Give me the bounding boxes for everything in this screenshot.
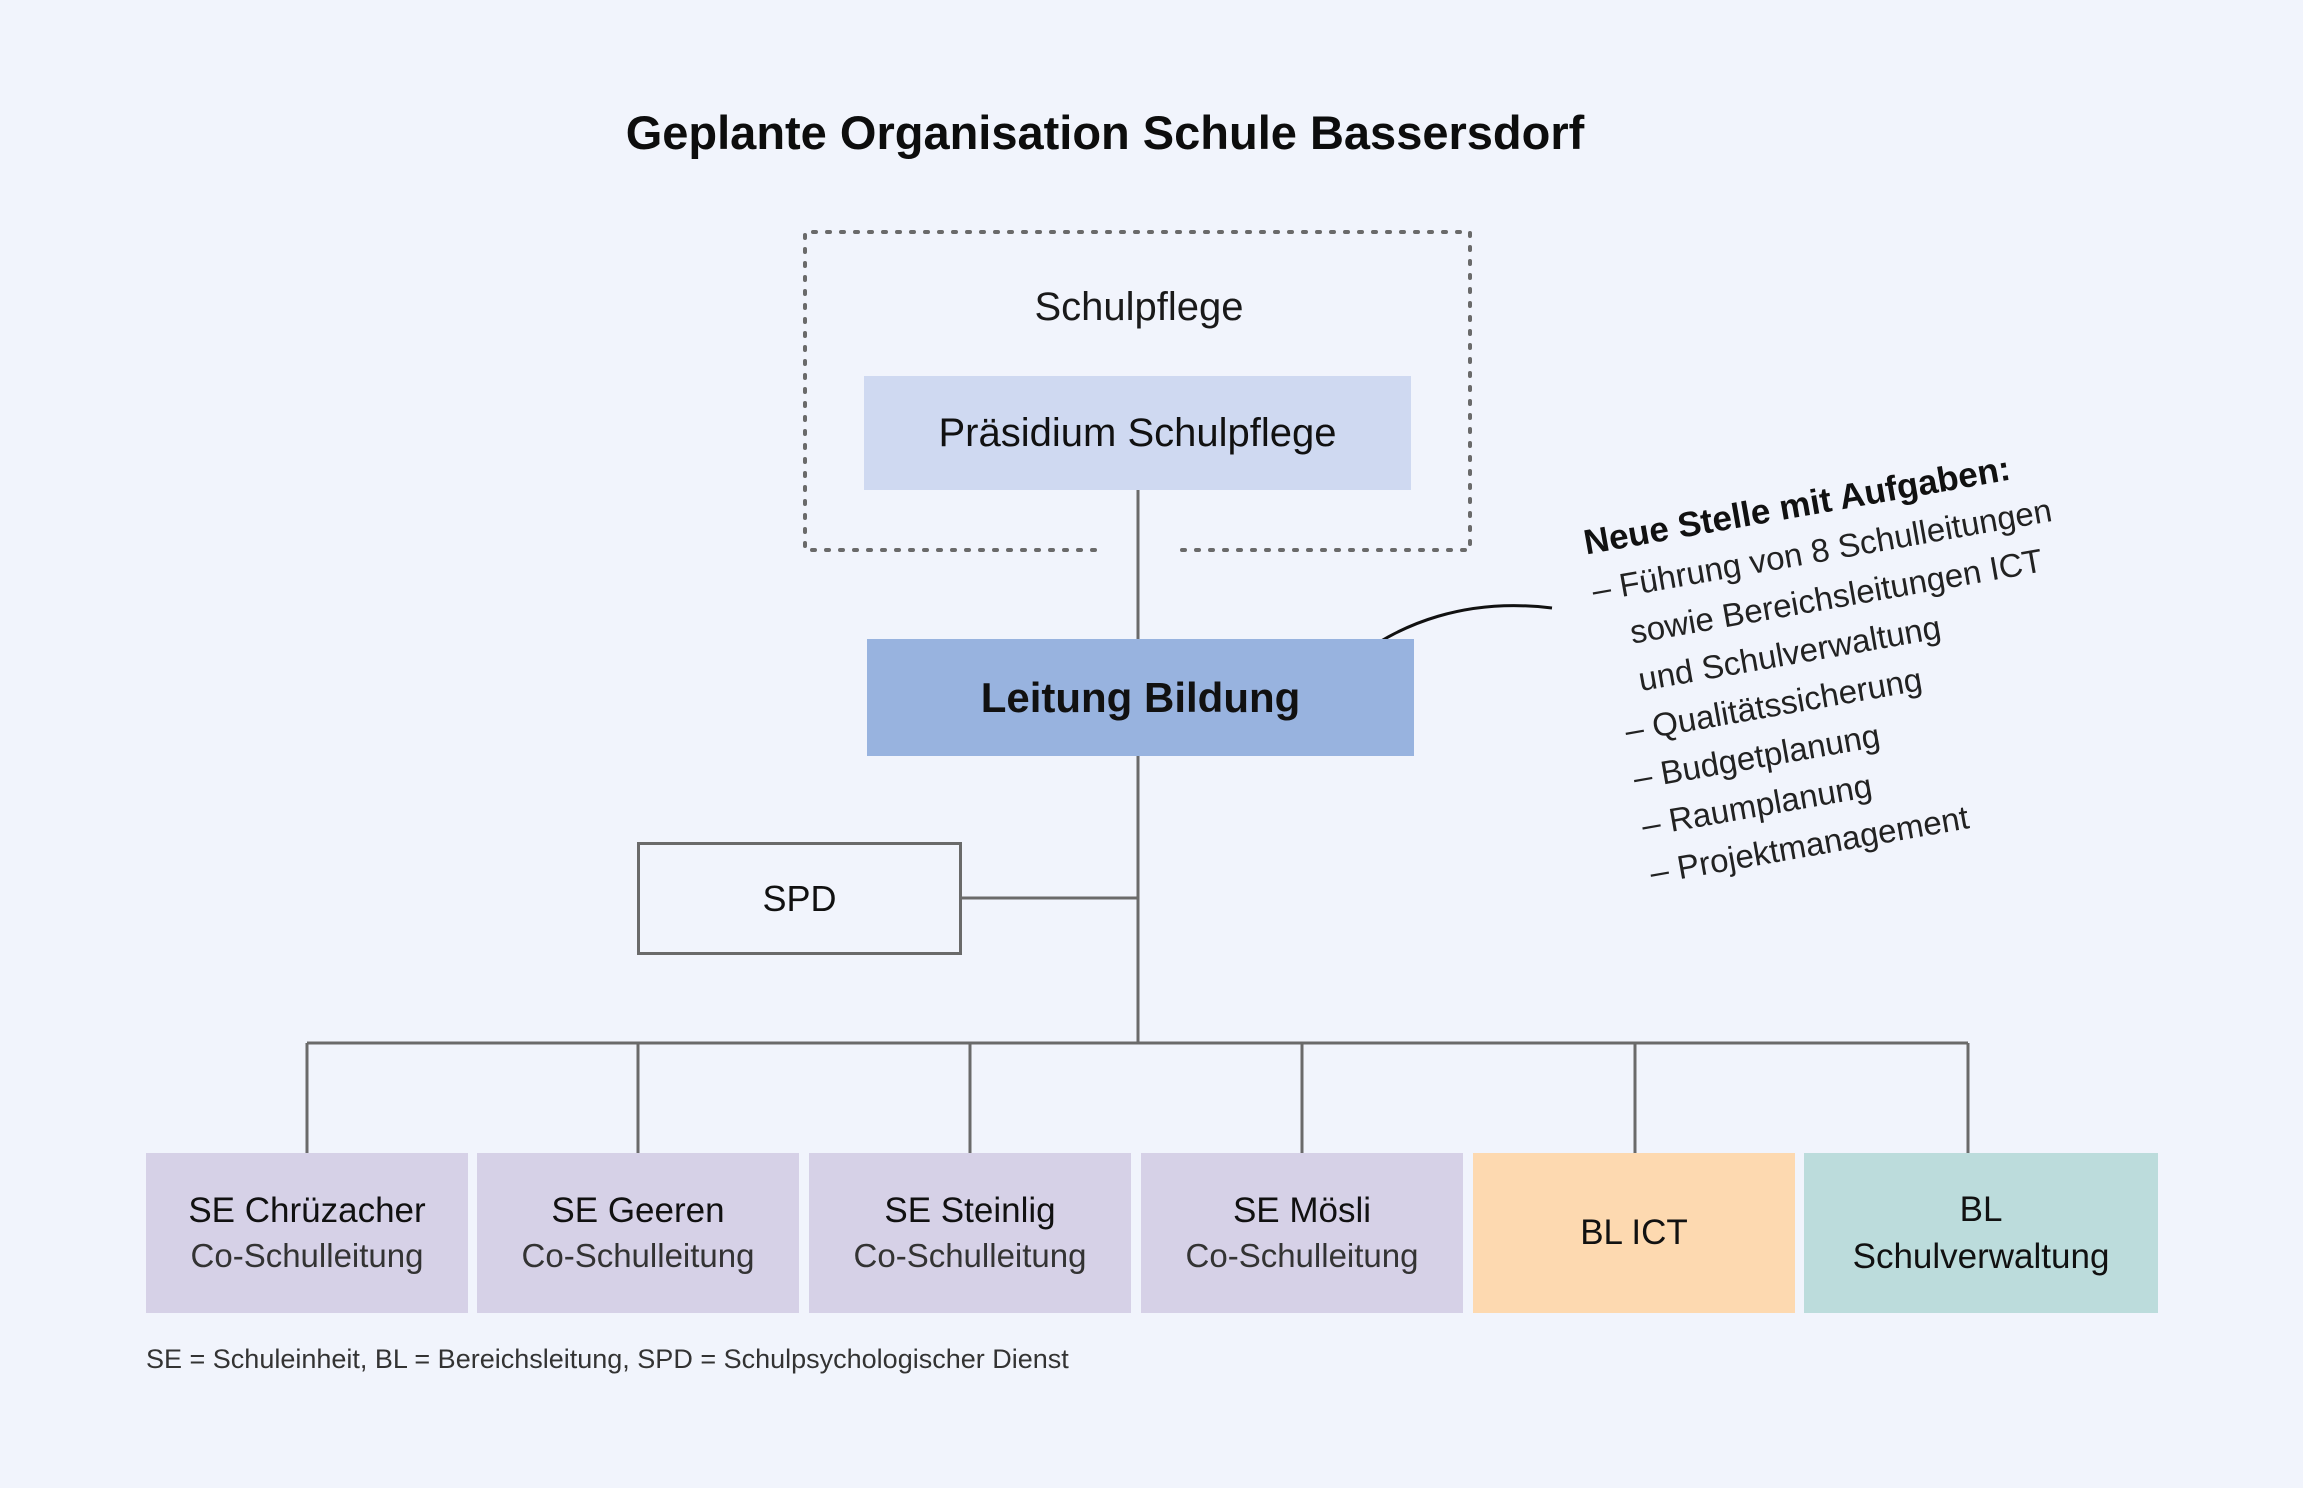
unit-role: Co-Schulleitung (853, 1237, 1087, 1275)
unit-role: Co-Schulleitung (190, 1237, 424, 1275)
unit-se-moesli: SE Mösli Co-Schulleitung (1141, 1153, 1463, 1313)
unit-name: SE Geeren (551, 1191, 725, 1231)
unit-se-chruezacher: SE Chrüzacher Co-Schulleitung (146, 1153, 468, 1313)
spd-label: SPD (762, 877, 837, 919)
unit-role: Co-Schulleitung (1185, 1237, 1419, 1275)
unit-se-steinlig: SE Steinlig Co-Schulleitung (809, 1153, 1131, 1313)
praesidium-label: Präsidium Schulpflege (938, 410, 1337, 455)
unit-name: SE Steinlig (884, 1191, 1056, 1231)
leitung-bildung-box: Leitung Bildung (867, 639, 1414, 756)
unit-name-line2: Schulverwaltung (1852, 1237, 2110, 1276)
diagram-title: Geplante Organisation Schule Bassersdorf (625, 106, 1585, 159)
unit-se-geeren: SE Geeren Co-Schulleitung (477, 1153, 799, 1313)
footnote: SE = Schuleinheit, BL = Bereichsleitung,… (146, 1344, 1069, 1374)
unit-bl-ict: BL ICT (1473, 1153, 1795, 1313)
unit-role: Co-Schulleitung (521, 1237, 755, 1275)
spd-box: SPD (637, 842, 962, 955)
praesidium-schulpflege-box: Präsidium Schulpflege (864, 376, 1411, 490)
unit-bl-schulverwaltung: BL Schulverwaltung (1804, 1153, 2158, 1313)
leitung-label: Leitung Bildung (980, 673, 1301, 721)
unit-name: SE Mösli (1232, 1191, 1372, 1231)
unit-name-line1: BL (1959, 1189, 2003, 1229)
schulpflege-label: Schulpflege (1034, 285, 1244, 329)
unit-name: SE Chrüzacher (188, 1191, 426, 1231)
schulpflege-group-outline (803, 230, 1472, 552)
unit-name: BL ICT (1580, 1213, 1688, 1253)
